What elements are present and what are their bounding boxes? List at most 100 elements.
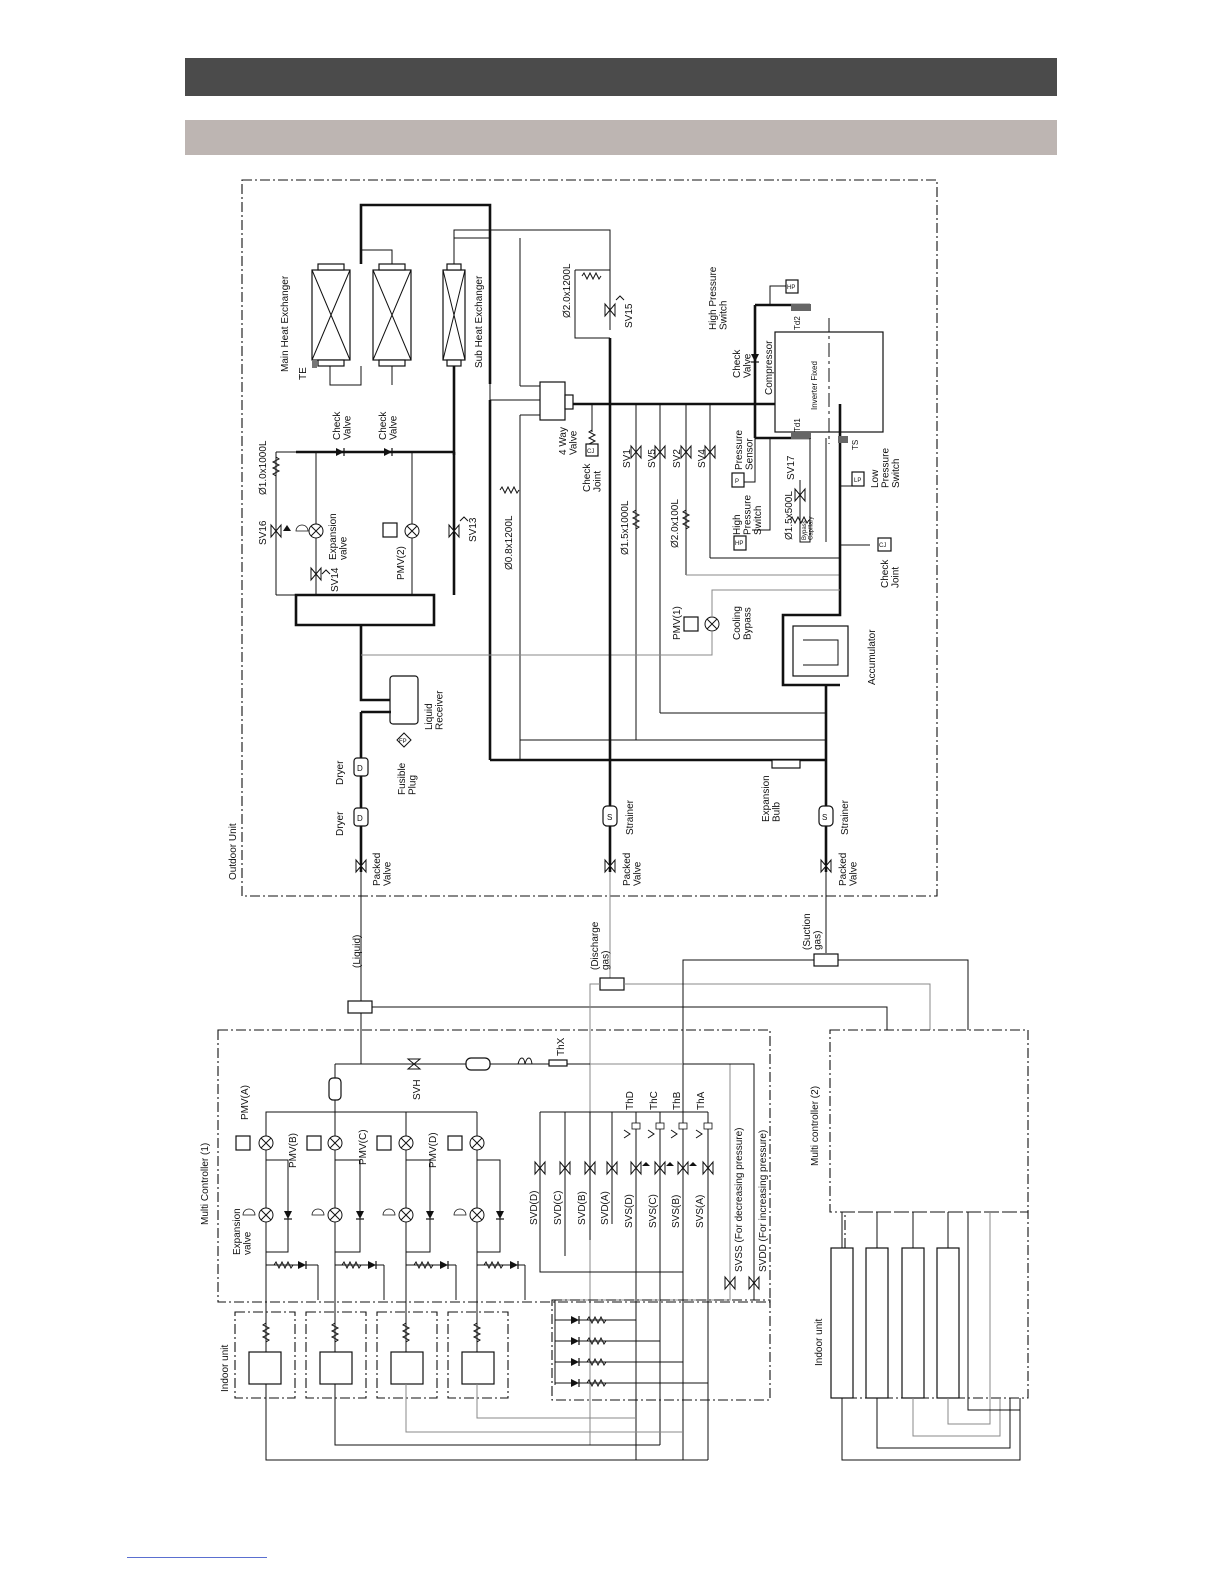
indoor-unit-4 [461, 1351, 495, 1385]
strainer-discharge [602, 805, 618, 827]
svg-text:HP: HP [735, 541, 743, 547]
bypass-capillary-label: BypassCapillary [802, 517, 814, 540]
svg-text:D: D [357, 764, 363, 773]
ts-sensor [838, 436, 848, 443]
pmv1-label: PMV(1) [672, 606, 683, 640]
cap-15x500-label: Ø1.5x500L [784, 491, 795, 540]
pmv2-label: PMV(2) [396, 546, 407, 580]
strainer-suction [818, 805, 834, 827]
suction-line-label: (Suctiongas) [802, 913, 824, 950]
td1-label: Td1 [793, 418, 802, 432]
accumulator-label: Accumulator [867, 629, 878, 685]
discharge-branch [599, 977, 625, 991]
svg-text:S: S [822, 813, 827, 822]
check-joint-label-1: CheckJoint [582, 463, 604, 492]
indoor-unit-1 [248, 1351, 282, 1385]
section-subheader-bar [185, 120, 1057, 155]
pmv-d-label: PMV(D) [428, 1132, 439, 1168]
thc-label: ThC [649, 1091, 660, 1110]
main-heat-exchanger-label: Main Heat Exchanger [280, 275, 291, 372]
thermistors [623, 1122, 713, 1139]
pmv-c-label: PMV(C) [358, 1129, 369, 1165]
cooling-bypass-label: CoolingBypass [732, 606, 754, 640]
cap-15x1000-label: Ø1.5x1000L [620, 500, 631, 555]
ts-label: TS [851, 440, 860, 450]
discharge-line-label: (Dischargegas) [590, 921, 612, 970]
fusible-plug [396, 732, 412, 748]
sv1-label: SV1 [622, 449, 633, 468]
liquid-receiver-label: LiquidReceiver [424, 690, 446, 730]
mc1-branch-c [376, 1135, 456, 1270]
dryer-1 [353, 757, 369, 777]
pressure-sensor-label: PressureSensor [734, 430, 756, 470]
compressor-label: Compressor [764, 340, 775, 395]
dryer-2 [353, 807, 369, 827]
multi-controller-2-boundary [829, 1029, 1029, 1213]
check-valve-label-1: CheckValve [332, 411, 354, 440]
svd-b-label: SVD(B) [577, 1191, 588, 1225]
indoor-unit-1-boundary [234, 1311, 296, 1399]
tha-label: ThA [696, 1091, 707, 1110]
svd-c-label: SVD(C) [553, 1191, 564, 1225]
sv2-label: SV2 [672, 449, 683, 468]
hp-switch [733, 535, 747, 551]
svg-text:P: P [735, 479, 739, 485]
sub-heat-exchanger [442, 263, 466, 367]
te-label: TE [298, 367, 309, 380]
svg-text:D: D [357, 814, 363, 823]
mc1-branch-a [235, 1135, 318, 1270]
return-diodes [555, 1315, 708, 1388]
liquid-line-label: (Liquid) [352, 935, 363, 968]
four-way-valve-label: 4 WayValve [558, 427, 580, 455]
multi-controller-2-label: Multi controller (2) [810, 1086, 821, 1166]
mc1-expansion-valve-label: Expansionvalve [232, 1208, 254, 1255]
svh-label: SVH [412, 1079, 423, 1100]
section-header-bar [185, 58, 1057, 96]
td1-sensor [791, 432, 811, 439]
sub-heat-exchanger-label: Sub Heat Exchanger [474, 275, 485, 368]
multi-controller-1-boundary [217, 1029, 771, 1303]
four-way-valve [539, 381, 566, 421]
dryer-label-2: Dryer [335, 811, 346, 836]
svd-valves [534, 1161, 618, 1175]
sv17-label: SV17 [786, 455, 797, 480]
indoor-unit-label-2: Indoor unit [814, 1319, 825, 1366]
high-pressure-switch-top-label: High PressureSwitch [708, 266, 730, 330]
accumulator [792, 625, 849, 677]
expansion-valve-label: Expansionvalve [328, 513, 350, 560]
strainer-discharge-label: Strainer [625, 799, 636, 835]
indoor-unit-r3 [901, 1247, 925, 1399]
svg-text:LP: LP [854, 478, 861, 484]
sv4-label: SV4 [697, 449, 708, 468]
check-valve-label-3: CheckValve [732, 349, 754, 378]
multi-controller-1-label: Multi Controller (1) [200, 1143, 211, 1225]
lp-switch [851, 471, 865, 487]
svs-b-label: SVS(B) [671, 1195, 682, 1228]
expansion-bulb-label: ExpansionBulb [761, 775, 783, 822]
svs-d-label: SVS(D) [624, 1194, 635, 1228]
packed-valve-discharge-label: PackedValve [622, 853, 644, 886]
low-pressure-switch-label: LowPressureSwitch [870, 448, 902, 488]
svs-a-label: SVS(A) [695, 1195, 706, 1228]
high-pressure-switch-label: HighPressureSwitch [732, 495, 764, 535]
mc1-branch-b [306, 1135, 384, 1270]
pressure-sensor [731, 472, 745, 488]
packed-valve-suction-label: PackedValve [838, 853, 860, 886]
sv16-label: SV16 [258, 520, 269, 545]
footer-link-underline [127, 1557, 267, 1558]
pmv-a-label: PMV(A) [240, 1085, 251, 1120]
svg-text:S: S [607, 813, 612, 822]
indoor-unit-4-boundary [447, 1311, 509, 1399]
thd-label: ThD [625, 1091, 636, 1110]
svg-text:HP: HP [787, 285, 795, 291]
liquid-receiver [389, 675, 419, 725]
outdoor-unit-boundary [241, 179, 938, 897]
indoor-unit-r1 [830, 1247, 854, 1399]
cap-20x100-label: Ø2.0x100L [670, 499, 681, 548]
outdoor-unit-label: Outdoor Unit [228, 823, 239, 880]
svss-label: SVSS (For decreasing pressure) [734, 1127, 745, 1272]
svd-a-label: SVD(A) [600, 1191, 611, 1225]
cap-08x1200-label: Ø0.8x1200L [504, 515, 515, 570]
cap-20x1200-label: Ø2.0x1200L [562, 263, 573, 318]
svg-text:CJ: CJ [879, 543, 886, 549]
